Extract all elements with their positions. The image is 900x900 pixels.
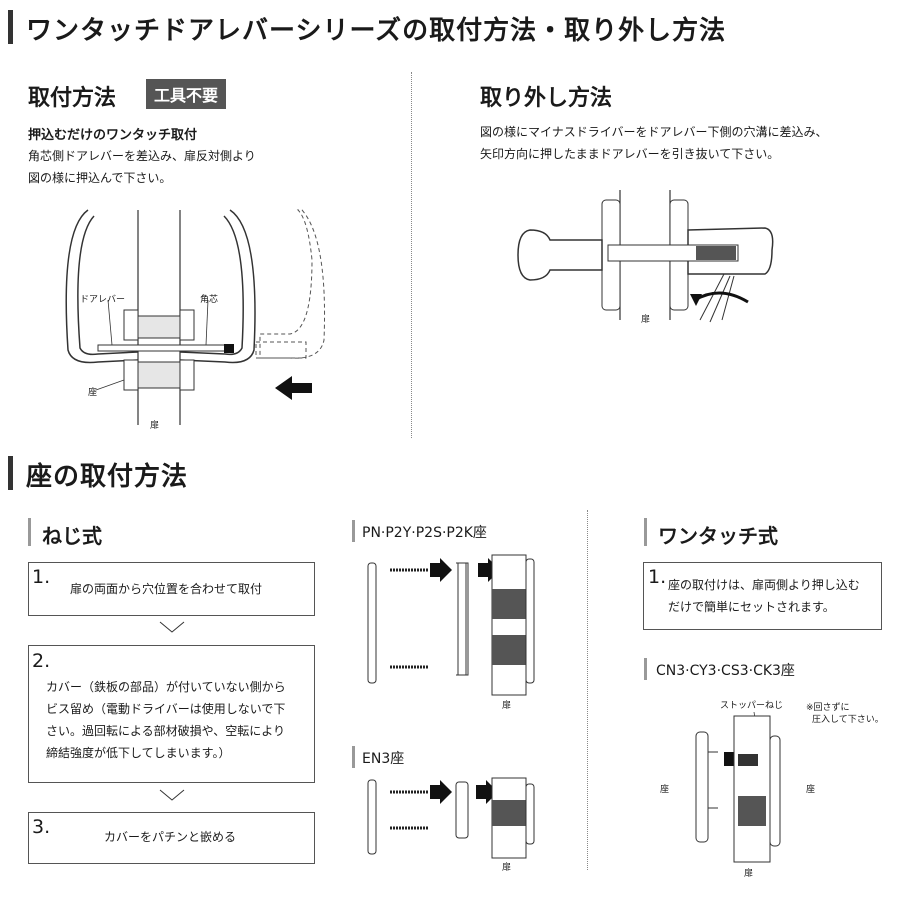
cn3-label-seat-left: 座 <box>660 785 670 795</box>
install-desc-2: 図の様に押込んで下さい。 <box>28 171 172 185</box>
cn3-label-seat-right: 座 <box>806 785 816 795</box>
cn3-note-1: ※回さずに <box>806 703 850 713</box>
screw-title: ねじ式 <box>42 524 102 548</box>
onetouch-step-1-number: 1. <box>648 566 667 588</box>
removal-desc-1: 図の様にマイナスドライバーをドアレバー下側の穴溝に差込み、 <box>480 125 828 139</box>
install-title: 取付方法 <box>28 86 117 111</box>
label-seat: 座 <box>88 388 98 398</box>
onetouch-step-1 <box>643 562 882 630</box>
screw-accent-bar <box>28 518 31 546</box>
pn-accent-bar <box>352 520 355 542</box>
screw-step-2-line-4: 締結強度が低下してしまいます。） <box>46 746 231 760</box>
seat-section-title: 座の取付方法 <box>26 462 189 492</box>
page-title: ワンタッチドアレバーシリーズの取付方法・取り外し方法 <box>26 16 727 46</box>
install-diagram <box>65 209 325 425</box>
screw-step-2-line-3: さい。過回転による部材破損や、空転により <box>46 724 286 738</box>
install-desc-1: 角芯側ドアレバーを差込み、扉反対側より <box>28 149 256 163</box>
screw-step-1 <box>28 562 315 616</box>
cn3-label-stopper: ストッパーねじ <box>720 701 784 711</box>
seat-section-accent-bar <box>8 456 13 490</box>
screw-step-1-text: 扉の両面から穴位置を合わせて取付 <box>70 582 263 596</box>
cn3-note-2: 圧入して下さい。 <box>812 715 884 725</box>
chevron-down-icon <box>159 621 185 633</box>
chevron-down-icon <box>159 789 185 801</box>
screw-step-2 <box>28 645 315 783</box>
cn3-label-door: 扉 <box>744 869 754 879</box>
screw-step-3 <box>28 812 315 864</box>
screw-step-2-number: 2. <box>32 650 51 672</box>
removal-title: 取り外し方法 <box>480 86 613 111</box>
en3-diagram <box>367 777 535 859</box>
label-spindle: 角芯 <box>200 295 219 305</box>
onetouch-step-1-line-1: 座の取付けは、扉両側より押し込む <box>668 578 860 592</box>
en3-title: EN3座 <box>362 751 405 767</box>
seat-divider <box>587 510 588 870</box>
pn-diagram <box>367 554 535 696</box>
screw-step-2-line-2: ビス留め（電動ドライバーは使用しないで下 <box>46 702 286 716</box>
label-door-removal: 扉 <box>641 315 651 325</box>
install-subtitle: 押込むだけのワンタッチ取付 <box>28 128 198 143</box>
removal-desc-2: 矢印方向に押したままドアレバーを引き抜いて下さい。 <box>480 147 780 161</box>
pn-label-door: 扉 <box>502 701 512 711</box>
section-divider <box>411 72 412 438</box>
screw-step-3-number: 3. <box>32 816 51 838</box>
cn3-diagram <box>695 711 781 863</box>
en3-accent-bar <box>352 746 355 768</box>
screw-step-1-number: 1. <box>32 566 51 588</box>
removal-diagram <box>517 190 774 323</box>
screw-step-3-text: カバーをパチンと嵌める <box>104 830 237 844</box>
onetouch-step-1-line-2: だけで簡単にセットされます。 <box>668 600 835 614</box>
cn3-accent-bar <box>644 658 647 680</box>
label-door-lever: ドアレバー <box>80 295 126 305</box>
label-door-install: 扉 <box>150 421 160 431</box>
en3-label-door: 扉 <box>502 863 512 873</box>
pn-title: PN·P2Y·P2S·P2K座 <box>362 525 487 541</box>
screw-step-2-line-1: カバー（鉄板の部品）が付いていない側から <box>46 680 286 694</box>
header-accent-bar <box>8 10 13 44</box>
onetouch-accent-bar <box>644 518 647 546</box>
cn3-title: CN3·CY3·CS3·CK3座 <box>656 663 795 679</box>
no-tools-badge: 工具不要 <box>146 79 227 109</box>
onetouch-title: ワンタッチ式 <box>658 524 778 548</box>
